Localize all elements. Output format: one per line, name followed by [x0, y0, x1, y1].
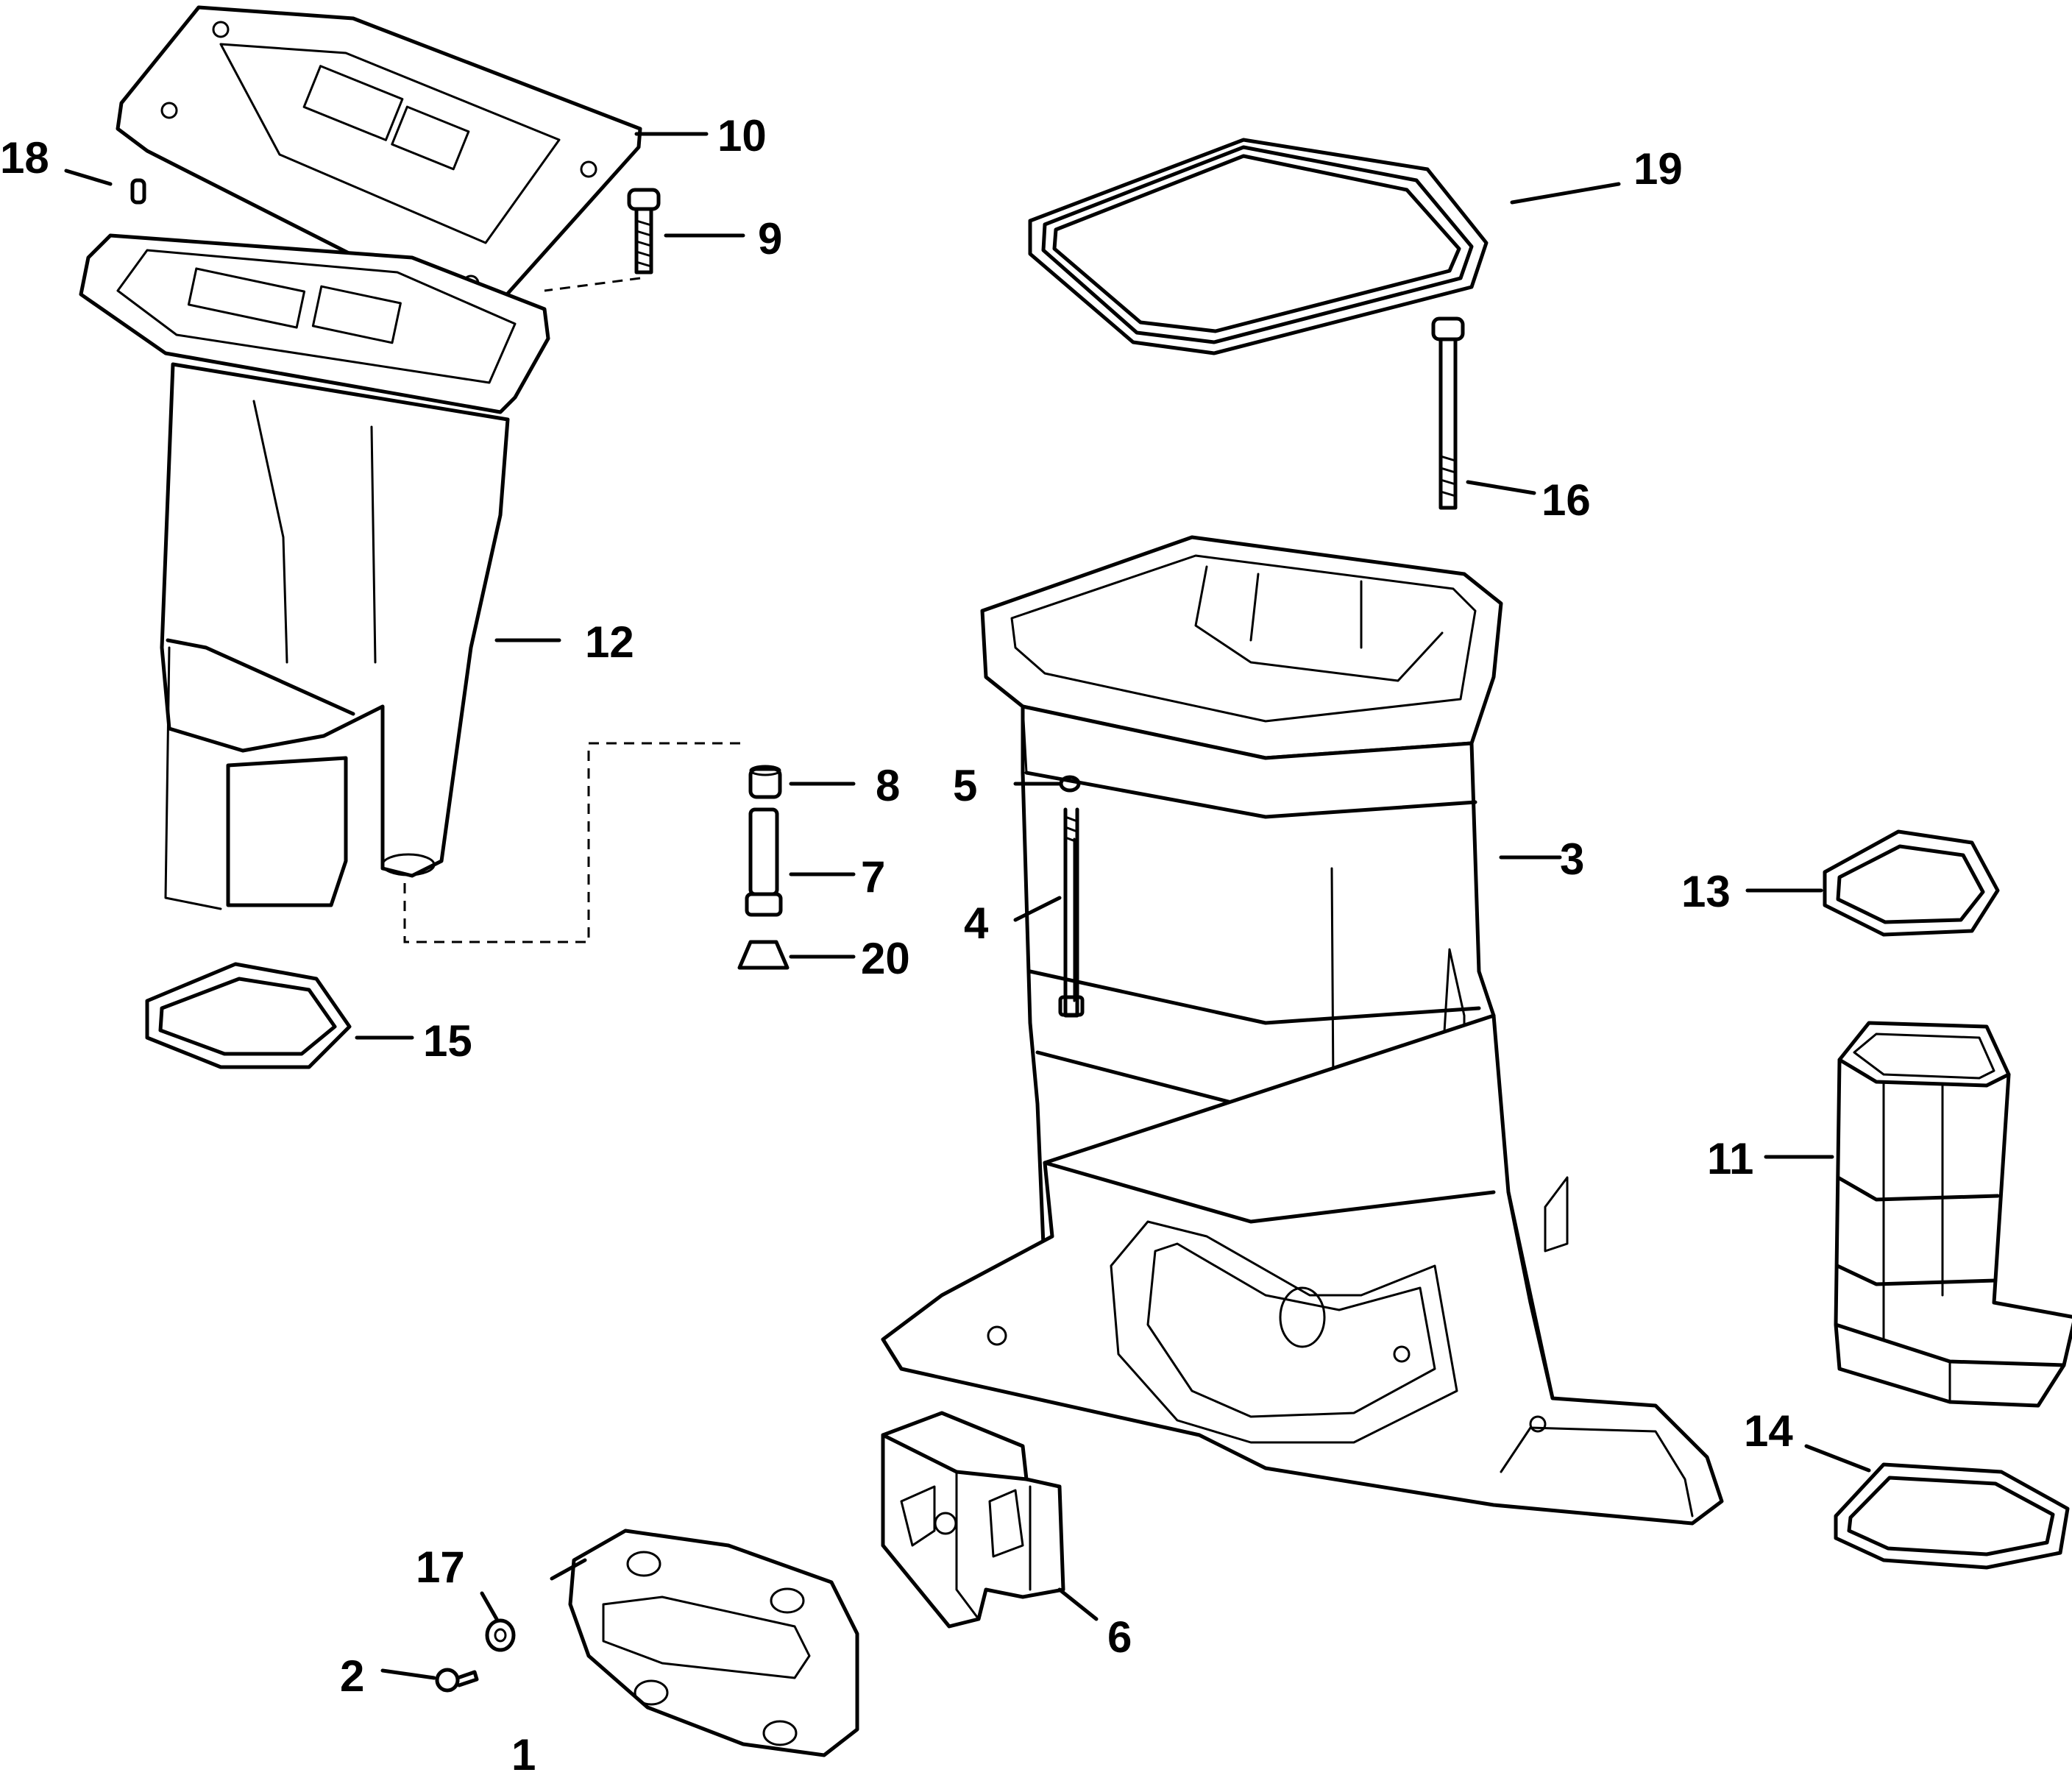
callout-5: 5: [953, 761, 977, 810]
part-12-adapter-housing: [79, 233, 550, 910]
callout-20: 20: [861, 934, 910, 983]
part-19-seal-ring: [1028, 138, 1489, 355]
callout-18: 18: [0, 133, 49, 183]
part-3-lower-leg: [881, 1013, 1724, 1526]
part-20-seal: [737, 940, 790, 970]
part-1-cover: [568, 1529, 859, 1757]
callout-9: 9: [758, 214, 782, 263]
part-14-seal: [1834, 1462, 2070, 1570]
part-13-seal: [1823, 829, 2000, 937]
part-6-mount: [881, 1411, 1065, 1629]
callout-19: 19: [1633, 144, 1683, 194]
callout-17: 17: [416, 1543, 465, 1592]
callout-8: 8: [876, 761, 900, 810]
callout-6: 6: [1107, 1612, 1132, 1662]
callout-14: 14: [1744, 1406, 1793, 1456]
callout-11: 11: [1707, 1134, 1753, 1183]
callout-15: 15: [423, 1016, 472, 1066]
part-15-seal: [145, 962, 352, 1069]
part-18-dowel-pin: [130, 178, 146, 205]
callout-7: 7: [861, 852, 885, 902]
callout-3: 3: [1560, 835, 1584, 884]
callout-13: 13: [1681, 867, 1731, 916]
part-9-bolt: [544, 188, 661, 292]
part-8-grommet: [748, 765, 782, 799]
part-4-stud: [1058, 807, 1085, 1018]
callout-2: 2: [340, 1651, 364, 1701]
connection-dashed-line: [403, 742, 747, 943]
callout-12: 12: [585, 617, 634, 667]
part-17-washer: [485, 1618, 516, 1652]
part-2-screw: [435, 1668, 479, 1693]
part-11-exhaust-tube: [1834, 1021, 2072, 1408]
callout-1: 1: [511, 1730, 536, 1778]
callout-16: 16: [1541, 475, 1591, 525]
callout-4: 4: [964, 899, 989, 948]
leader-lines: [64, 132, 1871, 1680]
part-7-tube: [745, 807, 783, 917]
callout-10: 10: [717, 111, 767, 160]
part-16-bolt: [1431, 316, 1465, 510]
